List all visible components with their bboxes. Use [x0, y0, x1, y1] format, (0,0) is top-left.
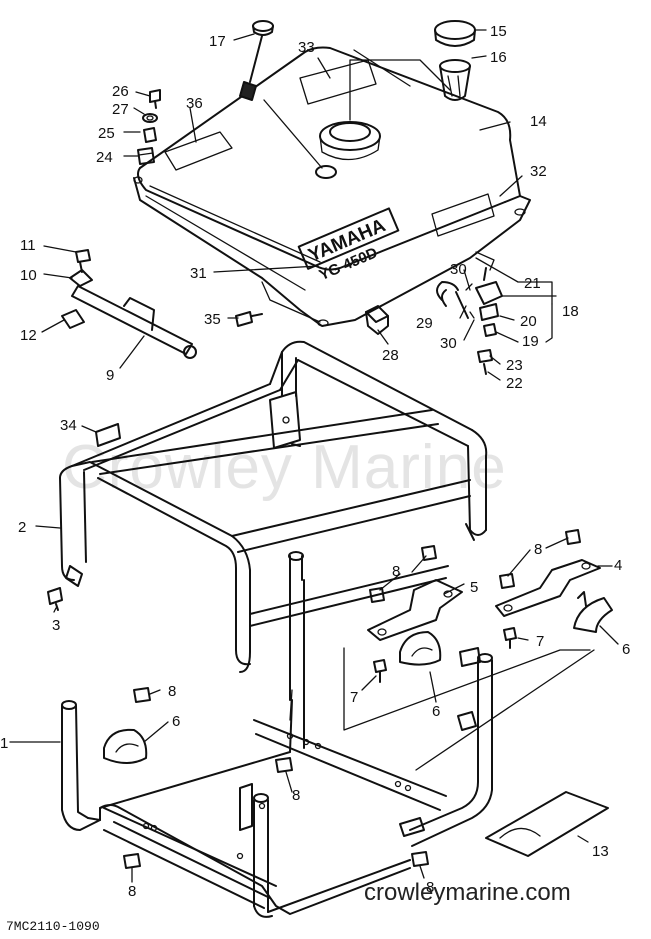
label-32: [431, 193, 495, 237]
callout-8-center: 8: [392, 563, 400, 580]
callout-30-bottom: 30: [440, 335, 457, 352]
callout-29: 29: [416, 315, 433, 332]
rubber-mount-6-left: [103, 728, 148, 764]
callout-32: 32: [530, 163, 547, 180]
callout-25: 25: [98, 125, 115, 142]
callout-6-right: 6: [622, 641, 630, 658]
leader-lines: [9, 29, 619, 883]
callout-23: 23: [506, 357, 523, 374]
callout-7-center: 7: [350, 689, 358, 706]
callout-17: 17: [209, 33, 226, 50]
nuts-8: [123, 529, 581, 869]
callout-18: 18: [562, 303, 579, 320]
callout-36: 36: [186, 95, 203, 112]
callout-4: 4: [614, 557, 622, 574]
callout-1: 1: [0, 735, 8, 752]
cover-plate-13: [485, 791, 609, 857]
fuel-cock: [436, 267, 503, 375]
callout-5: 5: [470, 579, 478, 596]
callout-6-center: 6: [432, 703, 440, 720]
callout-11: 11: [20, 237, 36, 254]
callout-22: 22: [506, 375, 523, 392]
rubber-mount-6-right: [573, 591, 613, 633]
mount-bracket-4: [495, 559, 601, 617]
callout-26: 26: [112, 83, 129, 100]
callout-8-left: 8: [168, 683, 176, 700]
tank-strap-assembly: [61, 249, 197, 359]
callout-8-top-right: 8: [534, 541, 542, 558]
callout-8-bottom-right: 8: [426, 879, 434, 896]
mount-bracket-5: [367, 579, 463, 641]
callout-10: 10: [20, 267, 37, 284]
label-34: [95, 423, 121, 447]
callout-12: 12: [20, 327, 37, 344]
callout-2: 2: [18, 519, 26, 536]
callout-31: 31: [190, 265, 207, 282]
bolt-7-right: [503, 627, 517, 649]
callout-21: 21: [524, 275, 541, 292]
bolt-35: [235, 311, 263, 327]
upper-frame: [59, 340, 488, 673]
callout-8-bottom-left: 8: [128, 883, 136, 900]
label-33: [299, 59, 377, 105]
callout-30-top: 30: [450, 261, 467, 278]
callout-labels: 17 33 15 16 26 27 36 14 25 24 32 11 31 3…: [0, 23, 630, 900]
tank-fasteners: [137, 89, 161, 165]
label-36: [164, 131, 233, 171]
callout-28: 28: [382, 347, 399, 364]
callout-7-right: 7: [536, 633, 544, 650]
callout-9: 9: [106, 367, 114, 384]
callout-3: 3: [52, 617, 60, 634]
callout-20: 20: [520, 313, 537, 330]
damper-28: [365, 305, 389, 335]
callout-19: 19: [522, 333, 539, 350]
callout-27: 27: [112, 101, 129, 118]
callout-14: 14: [530, 113, 547, 130]
bolt-3: [47, 587, 63, 611]
callout-15: 15: [490, 23, 507, 40]
callout-16: 16: [490, 49, 507, 66]
oil-gauge: [239, 20, 323, 169]
callout-33: 33: [298, 39, 315, 56]
callout-34: 34: [60, 417, 77, 434]
callout-35: 35: [204, 311, 221, 328]
callout-24: 24: [96, 149, 113, 166]
bolt-7-center: [373, 659, 387, 683]
callout-13: 13: [592, 843, 609, 860]
rubber-mount-6-center: [399, 631, 442, 666]
callout-6-left: 6: [172, 713, 180, 730]
filler-cap: [434, 20, 476, 47]
drawing-code: 7MC2110-1090: [6, 919, 100, 934]
callout-8-mid: 8: [292, 787, 300, 804]
lower-frame: [61, 551, 493, 918]
fuel-tank: YAMAHA YG 450D: [133, 46, 531, 327]
website-credit: crowleymarine.com: [364, 879, 571, 906]
fuel-strainer: [439, 59, 471, 101]
